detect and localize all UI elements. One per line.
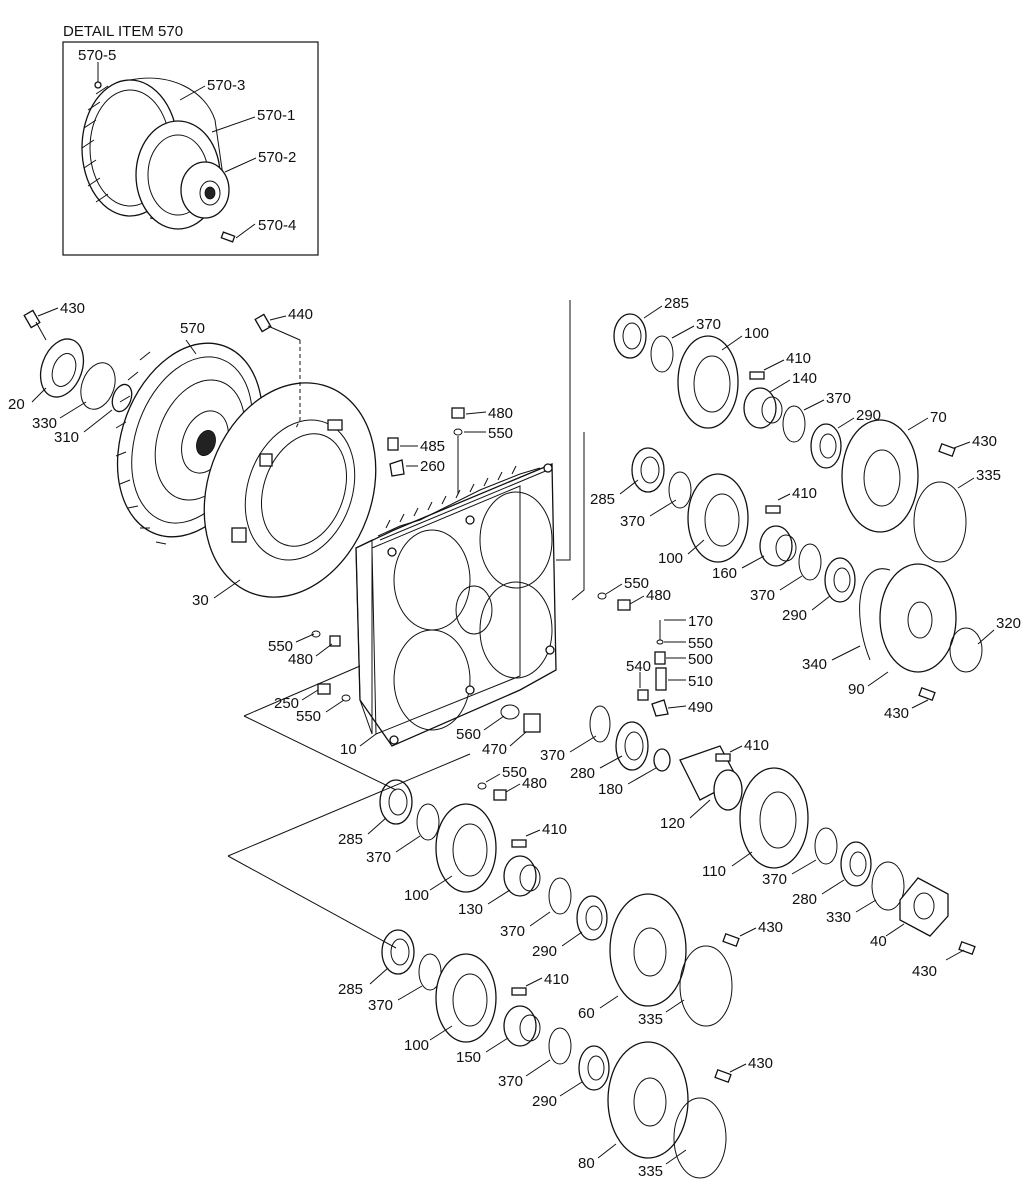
detail-callout-570-2: 570-2 xyxy=(258,149,296,166)
callout-150: 150 xyxy=(456,1049,481,1066)
callout-290: 290 xyxy=(782,607,807,624)
callouts: 430 570 440 20 330 310 30 285 370 100 41… xyxy=(8,295,1021,1180)
detail-title: DETAIL ITEM 570 xyxy=(63,23,183,40)
callout-180: 180 xyxy=(598,781,623,798)
callout-100: 100 xyxy=(404,887,429,904)
callout-110: 110 xyxy=(702,863,726,880)
callout-290: 290 xyxy=(856,407,881,424)
callout-370: 370 xyxy=(696,316,721,333)
callout-330: 330 xyxy=(32,415,57,432)
callout-140: 140 xyxy=(792,370,817,387)
callout-30: 30 xyxy=(192,592,209,609)
callout-130: 130 xyxy=(458,901,483,918)
callout-120: 120 xyxy=(660,815,685,832)
callout-370: 370 xyxy=(366,849,391,866)
detail-callout-570-1: 570-1 xyxy=(257,107,295,124)
callout-290: 290 xyxy=(532,1093,557,1110)
callout-285: 285 xyxy=(590,491,615,508)
callout-290: 290 xyxy=(532,943,557,960)
callout-370: 370 xyxy=(762,871,787,888)
callout-510: 510 xyxy=(688,673,713,690)
callout-100: 100 xyxy=(404,1037,429,1054)
callout-570: 570 xyxy=(180,320,205,337)
callout-490: 490 xyxy=(688,699,713,716)
callout-310: 310 xyxy=(54,429,79,446)
detail-callout-570-5: 570-5 xyxy=(78,47,116,64)
callout-550: 550 xyxy=(268,638,293,655)
callout-80: 80 xyxy=(578,1155,595,1172)
callout-540: 540 xyxy=(626,658,651,675)
callout-100: 100 xyxy=(658,550,683,567)
callout-410: 410 xyxy=(542,821,567,838)
callout-550: 550 xyxy=(502,764,527,781)
detail-callout-570-3: 570-3 xyxy=(207,77,245,94)
callout-410: 410 xyxy=(544,971,569,988)
callout-285: 285 xyxy=(338,831,363,848)
callout-430: 430 xyxy=(60,300,85,317)
callout-330: 330 xyxy=(826,909,851,926)
detail-callout-570-4: 570-4 xyxy=(258,217,296,234)
torque-converter-detail xyxy=(81,77,236,243)
callout-170: 170 xyxy=(688,613,713,630)
callout-430: 430 xyxy=(972,433,997,450)
callout-430: 430 xyxy=(748,1055,773,1072)
callout-335: 335 xyxy=(976,467,1001,484)
callout-370: 370 xyxy=(368,997,393,1014)
callout-410: 410 xyxy=(744,737,769,754)
callout-485: 485 xyxy=(420,438,445,455)
callout-370: 370 xyxy=(540,747,565,764)
callout-430: 430 xyxy=(758,919,783,936)
callout-370: 370 xyxy=(500,923,525,940)
callout-480: 480 xyxy=(646,587,671,604)
callout-430: 430 xyxy=(884,705,909,722)
callout-470: 470 xyxy=(482,741,507,758)
callout-480: 480 xyxy=(522,775,547,792)
callout-40: 40 xyxy=(870,933,887,950)
callout-370: 370 xyxy=(750,587,775,604)
callout-440: 440 xyxy=(288,306,313,323)
callout-280: 280 xyxy=(792,891,817,908)
callout-260: 260 xyxy=(420,458,445,475)
callout-335: 335 xyxy=(638,1011,663,1028)
callout-480: 480 xyxy=(288,651,313,668)
callout-410: 410 xyxy=(786,350,811,367)
callout-500: 500 xyxy=(688,651,713,668)
callout-70: 70 xyxy=(930,409,947,426)
callout-90: 90 xyxy=(848,681,865,698)
callout-285: 285 xyxy=(338,981,363,998)
detail-frame xyxy=(62,41,319,256)
callout-100: 100 xyxy=(744,325,769,342)
callout-335: 335 xyxy=(638,1163,663,1180)
callout-370: 370 xyxy=(620,513,645,530)
callout-60: 60 xyxy=(578,1005,595,1022)
callout-280: 280 xyxy=(570,765,595,782)
callout-560: 560 xyxy=(456,726,481,743)
callout-340: 340 xyxy=(802,656,827,673)
callout-10: 10 xyxy=(340,741,357,758)
callout-20: 20 xyxy=(8,396,25,413)
callout-370: 370 xyxy=(498,1073,523,1090)
callout-550: 550 xyxy=(488,425,513,442)
callout-550: 550 xyxy=(296,708,321,725)
callout-550: 550 xyxy=(624,575,649,592)
callout-480: 480 xyxy=(488,405,513,422)
callout-250: 250 xyxy=(274,695,299,712)
callout-550: 550 xyxy=(688,635,713,652)
callout-285: 285 xyxy=(664,295,689,312)
detail-inset: DETAIL ITEM 570 570-5 570-3 570-1 570-2 … xyxy=(62,23,319,256)
callout-320: 320 xyxy=(996,615,1021,632)
part-drawings xyxy=(23,300,983,1179)
callout-160: 160 xyxy=(712,565,737,582)
callout-370: 370 xyxy=(826,390,851,407)
callout-410: 410 xyxy=(792,485,817,502)
callout-430: 430 xyxy=(912,963,937,980)
